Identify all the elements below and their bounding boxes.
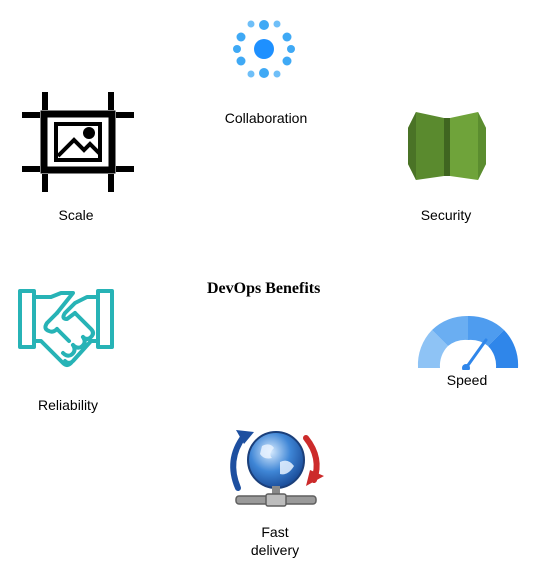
- handshake-icon: [17, 283, 115, 379]
- security-shield-icon: [408, 110, 486, 182]
- scale-image-icon: [22, 92, 134, 192]
- speedometer-icon: [416, 314, 520, 370]
- diagram-title: DevOps Benefits: [207, 280, 321, 297]
- node-label-security: Security: [420, 207, 472, 223]
- globe-sync-icon: [222, 424, 328, 510]
- node-label-fast-delivery-line1: Fast: [261, 524, 289, 540]
- node-label-fast-delivery-line2: delivery: [250, 542, 300, 558]
- node-label-speed: Speed: [446, 372, 488, 388]
- node-label-collaboration: Collaboration: [224, 110, 308, 126]
- node-label-scale: Scale: [58, 207, 94, 223]
- collaboration-network-icon: [231, 18, 297, 80]
- node-label-reliability: Reliability: [38, 397, 98, 413]
